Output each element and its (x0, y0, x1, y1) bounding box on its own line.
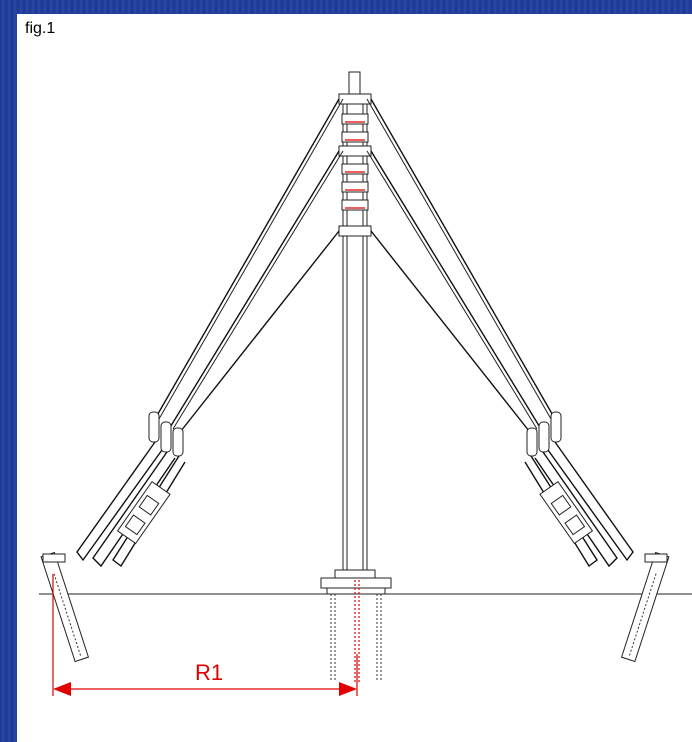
mast-diagram: R1 (39, 71, 692, 696)
right-guy-lines (366, 98, 556, 437)
radius-dimension-label: R1 (195, 660, 223, 685)
mast (320, 71, 392, 595)
left-guy-lines (154, 98, 344, 437)
base-anchors (330, 580, 382, 684)
figure-label: fig.1 (25, 20, 56, 37)
radius-dimension: R1 (52, 574, 358, 696)
drawing-canvas: fig.1 (17, 14, 692, 742)
left-tensioner (40, 411, 186, 663)
right-tensioner (524, 411, 670, 663)
